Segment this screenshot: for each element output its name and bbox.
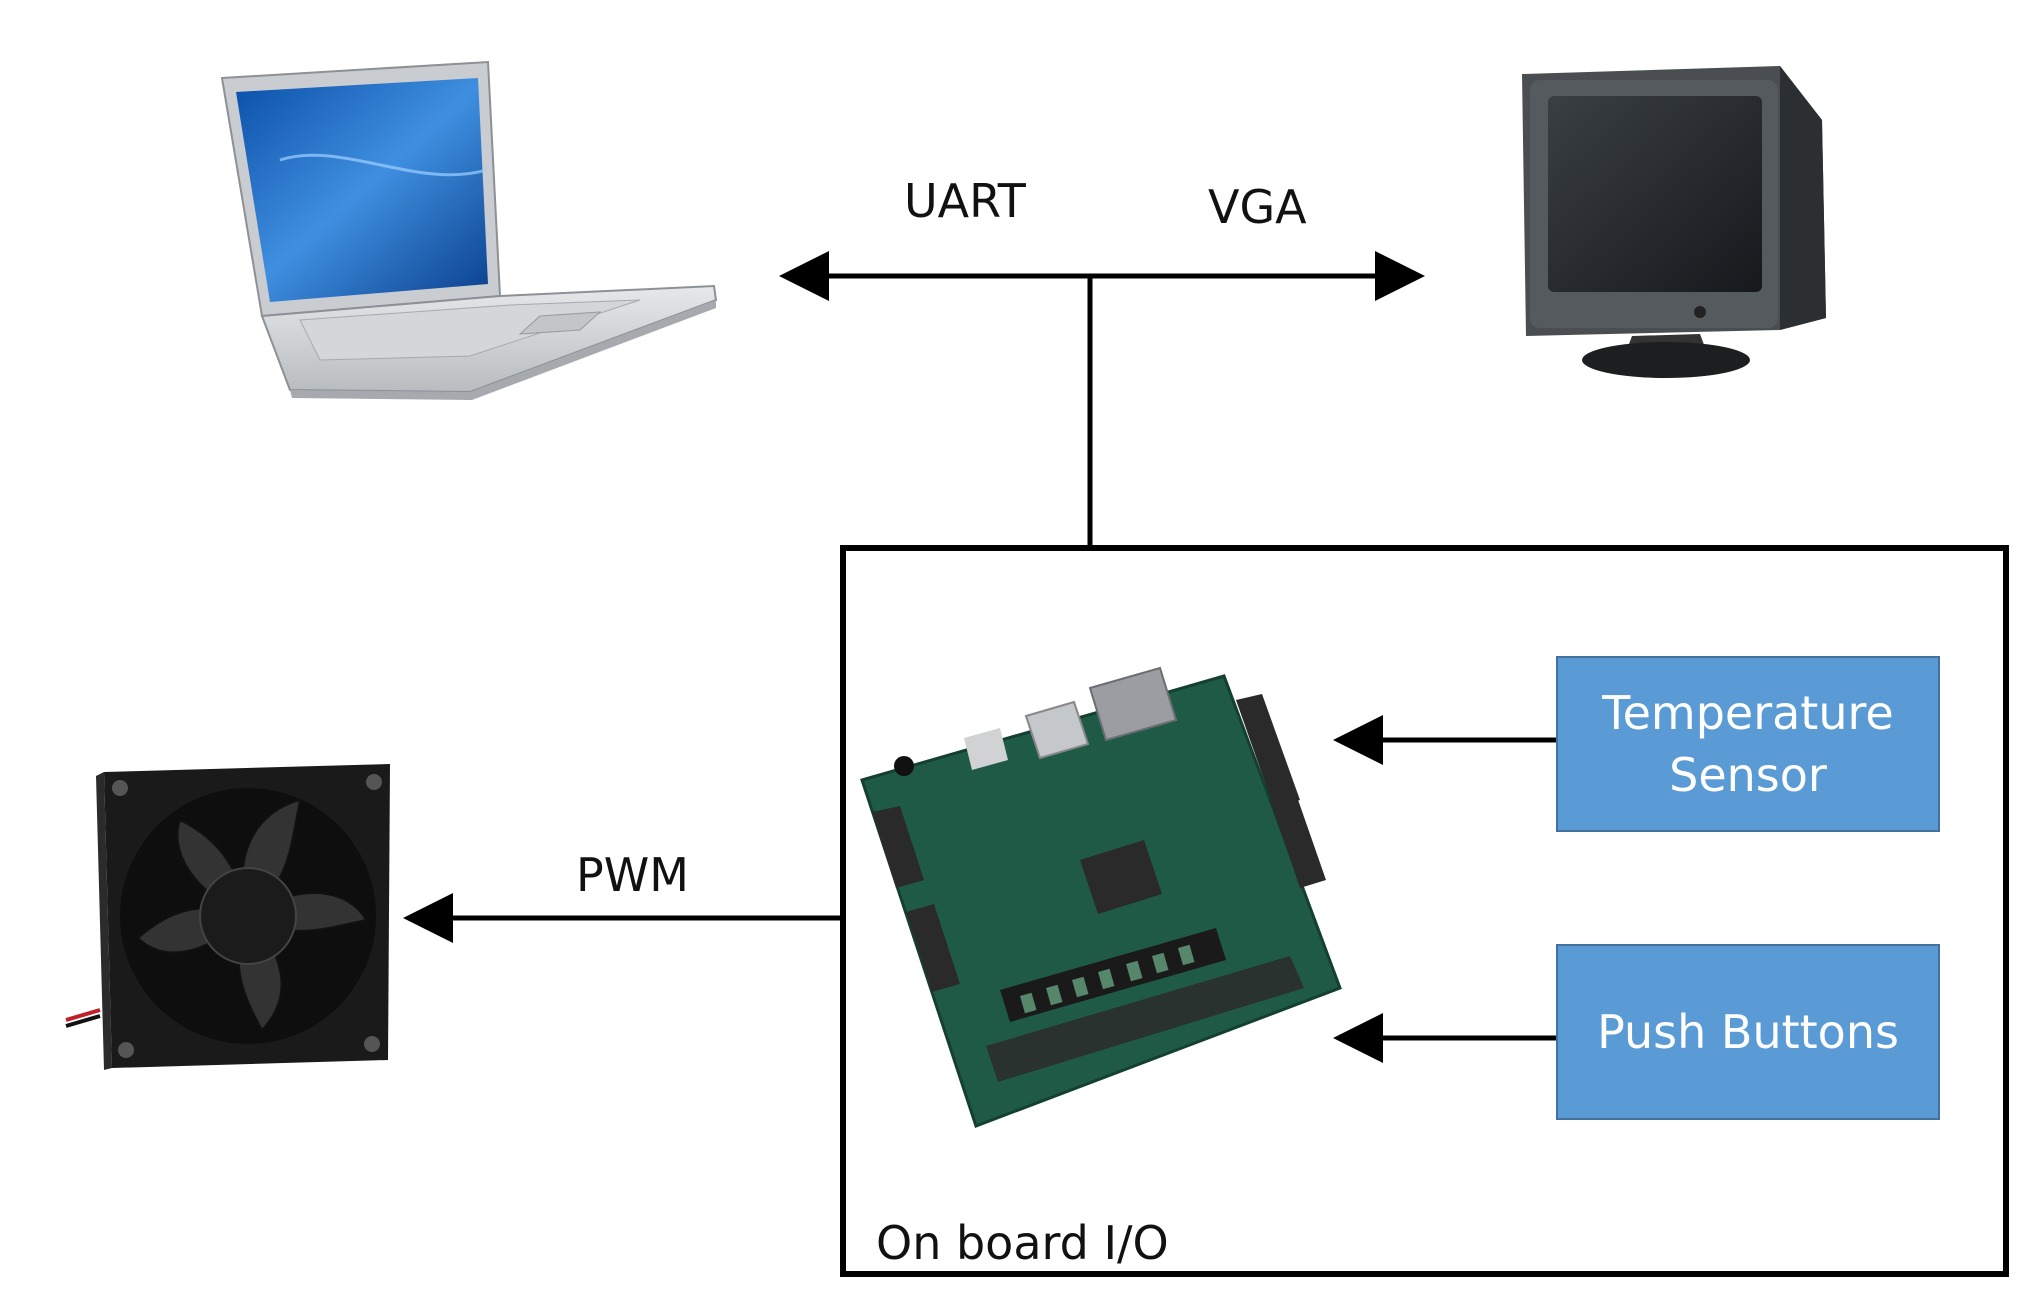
onboard-io-frame bbox=[840, 545, 2009, 1277]
laptop-icon bbox=[220, 60, 718, 400]
cooling-fan-icon bbox=[65, 764, 390, 1070]
temperature-sensor-line1: Temperature bbox=[1602, 685, 1894, 740]
vga-label: VGA bbox=[1208, 180, 1307, 234]
temperature-sensor-line2: Sensor bbox=[1669, 748, 1827, 802]
fpga-board-icon bbox=[860, 666, 1342, 1128]
push-buttons-label: Push Buttons bbox=[1597, 1004, 1899, 1059]
connections bbox=[403, 251, 1558, 1063]
onboard-io-label: On board I/O bbox=[876, 1216, 1169, 1270]
temperature-sensor-box: Temperature Sensor bbox=[1556, 656, 1940, 832]
crt-monitor-icon bbox=[1522, 66, 1826, 378]
uart-label: UART bbox=[904, 174, 1026, 228]
pwm-label: PWM bbox=[576, 848, 689, 902]
push-buttons-box: Push Buttons bbox=[1556, 944, 1940, 1120]
